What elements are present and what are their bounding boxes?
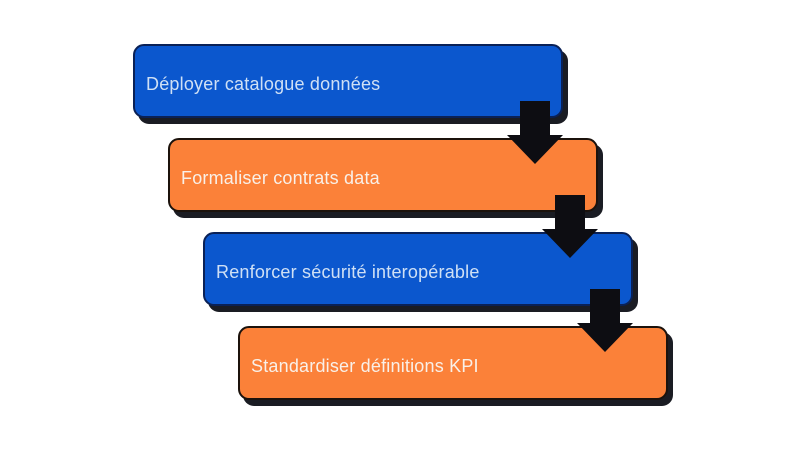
step-box-1: Déployer catalogue données <box>133 44 563 118</box>
arrow-stem <box>590 289 620 323</box>
arrow-down-icon <box>507 101 563 164</box>
arrow-stem <box>555 195 585 229</box>
arrow-head <box>507 135 563 164</box>
step-label: Formaliser contrats data <box>181 167 380 188</box>
arrow-stem <box>520 101 550 135</box>
step-label: Déployer catalogue données <box>146 73 381 94</box>
arrow-down-icon <box>542 195 598 258</box>
arrow-down-icon <box>577 289 633 352</box>
arrow-head <box>577 323 633 352</box>
step-box-3: Renforcer sécurité interopérable <box>203 232 633 306</box>
step-label: Standardiser définitions KPI <box>251 355 479 376</box>
arrow-head <box>542 229 598 258</box>
step-label: Renforcer sécurité interopérable <box>216 261 480 282</box>
step-box-4: Standardiser définitions KPI <box>238 326 668 400</box>
